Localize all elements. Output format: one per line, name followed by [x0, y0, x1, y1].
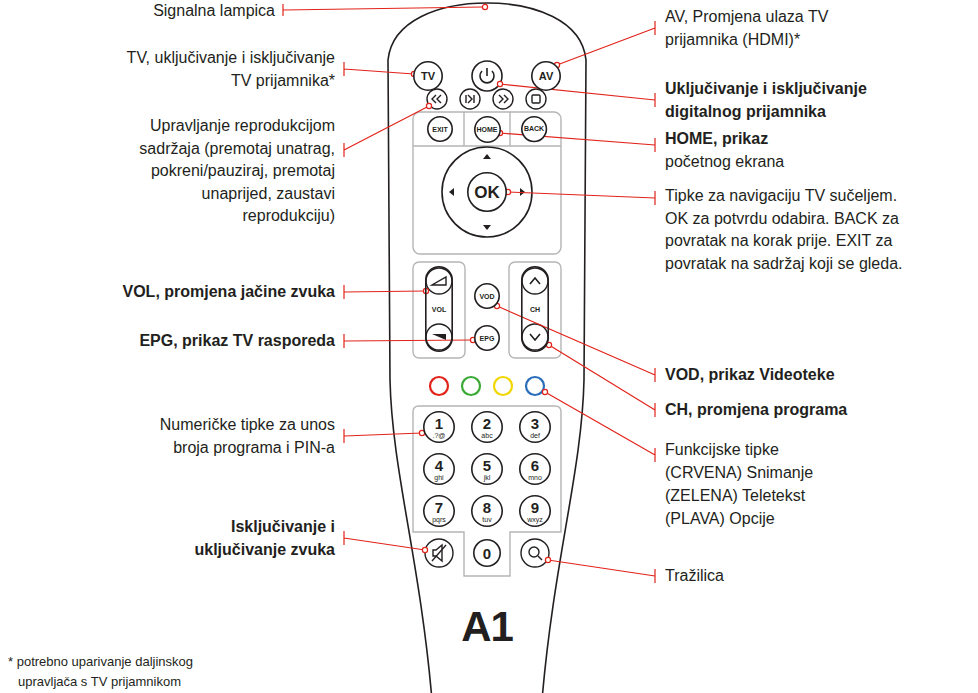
button-label: wxyz — [527, 516, 543, 523]
button-label: jkl — [484, 474, 491, 481]
button-circle — [468, 173, 506, 211]
button-label: HOME — [477, 126, 498, 133]
button-circle — [520, 496, 550, 526]
callout-text: EPG, prikaz TV rasporeda — [139, 330, 335, 353]
remote-button: BACK — [521, 116, 547, 142]
button-label: AV — [539, 71, 553, 82]
remote-button: 7pqrs — [423, 495, 455, 527]
button-circle — [472, 496, 502, 526]
button-label: 7 — [435, 500, 443, 515]
button-circle — [424, 412, 454, 442]
button-label: EPG — [480, 335, 495, 342]
button-circle — [472, 412, 502, 442]
remote-button: CH — [521, 266, 549, 352]
remote-body — [388, 3, 586, 693]
remote-button: 6mno — [519, 453, 551, 485]
button-label: 0 — [483, 546, 491, 561]
button-circle — [428, 117, 452, 141]
button-label: 5 — [483, 458, 491, 473]
rocker-buttons — [426, 268, 548, 350]
button-label: VOL — [432, 306, 446, 313]
remote-button: 4ghi — [423, 453, 455, 485]
power-button — [472, 61, 502, 91]
button-label: 8 — [483, 500, 491, 515]
button-label: 9 — [531, 500, 539, 515]
button-circle — [475, 284, 499, 308]
callout-text: CH, promjena programa — [665, 399, 847, 422]
callout-text: Tipke za navigaciju TV sučeljem. OK za p… — [665, 185, 910, 275]
button-label: ghi — [434, 474, 443, 481]
callout-text: (PLAVA) Opcije — [665, 508, 775, 531]
button-circle — [424, 496, 454, 526]
button-label: 6 — [531, 458, 539, 473]
callout-text: Tražilica — [665, 565, 724, 588]
button-label: .?@ — [433, 432, 446, 439]
color-buttons — [430, 377, 544, 395]
button-label: EXIT — [432, 126, 448, 133]
remote-button: VOD — [474, 283, 500, 309]
button-circle — [472, 454, 502, 484]
callout-text: (CRVENA) Snimanje — [665, 462, 813, 485]
button-label: CH — [530, 306, 540, 313]
button-circle — [414, 62, 442, 90]
remote-button: 3def — [519, 411, 551, 443]
remote-button: 5jkl — [471, 453, 503, 485]
mute-search-buttons — [425, 539, 549, 567]
callout-text: Signalna lampica — [153, 0, 275, 23]
button-label: VOD — [479, 293, 494, 300]
remote-button: EPG — [474, 325, 500, 351]
remote-button: AV — [531, 61, 561, 91]
remote-button: 2abc — [471, 411, 503, 443]
button-circle — [522, 117, 547, 142]
leader-dots — [411, 4, 559, 562]
remote-button: EXIT — [427, 116, 453, 142]
button-circle — [475, 326, 499, 350]
rocker-outline — [522, 267, 548, 351]
button-label: abc — [481, 432, 492, 439]
remote-button: 0 — [473, 539, 501, 567]
button-label: mno — [528, 474, 542, 481]
callout-text: Upravljanje reprodukcijom sadržaja (prem… — [105, 115, 335, 228]
button-label: 1 — [435, 416, 443, 431]
callout-text: Isključivanje i uključivanje zvuka — [165, 516, 335, 561]
button-circle — [520, 412, 550, 442]
callout-text: početnog ekrana — [665, 151, 784, 174]
brand-logo: A1 — [427, 604, 547, 650]
button-label: 3 — [531, 416, 539, 431]
callout-text: Uključivanje i isključivanje digitalnog … — [665, 78, 901, 123]
button-frames — [413, 112, 561, 576]
transport-buttons — [427, 89, 546, 109]
remote-button: 8tuv — [471, 495, 503, 527]
button-circle — [474, 116, 499, 141]
callout-text: Numeričke tipke za unos broja programa i… — [135, 414, 335, 459]
remote-button: VOL — [425, 266, 453, 352]
remote-button: 9wxyz — [519, 495, 551, 527]
button-label: tuv — [482, 516, 491, 523]
leader-lines — [283, 4, 655, 583]
callout-text: VOL, promjena jačine zvuka — [122, 281, 335, 304]
button-circle — [520, 454, 550, 484]
button-circle — [474, 540, 500, 566]
button-circle — [424, 454, 454, 484]
button-label: 4 — [435, 458, 443, 473]
callout-text: TV, uključivanje i isključivanje TV prij… — [105, 47, 335, 92]
remote-button: OK — [467, 172, 507, 212]
button-label: pqrs — [432, 516, 446, 523]
button-label: OK — [474, 184, 500, 201]
callout-text: (ZELENA) Teletekst — [665, 485, 805, 508]
button-circle — [532, 62, 560, 90]
callout-text: VOD, prikaz Videoteke — [665, 364, 835, 387]
rocker-outline — [426, 267, 452, 351]
remote-button: HOME — [474, 116, 501, 143]
callout-text: * potrebno uparivanje daljinskog upravlj… — [8, 652, 233, 692]
button-label: BACK — [524, 125, 544, 132]
button-label: 2 — [483, 416, 491, 431]
button-label: def — [530, 432, 540, 439]
callout-text: Funkcijske tipke — [665, 439, 779, 462]
button-label: TV — [421, 71, 435, 82]
callout-text: HOME, prikaz — [665, 128, 768, 151]
remote-button: TV — [413, 61, 443, 91]
remote-button: 1.?@ — [423, 411, 455, 443]
callout-text: AV, Promjena ulaza TV prijamnika (HDMI)* — [665, 6, 897, 51]
